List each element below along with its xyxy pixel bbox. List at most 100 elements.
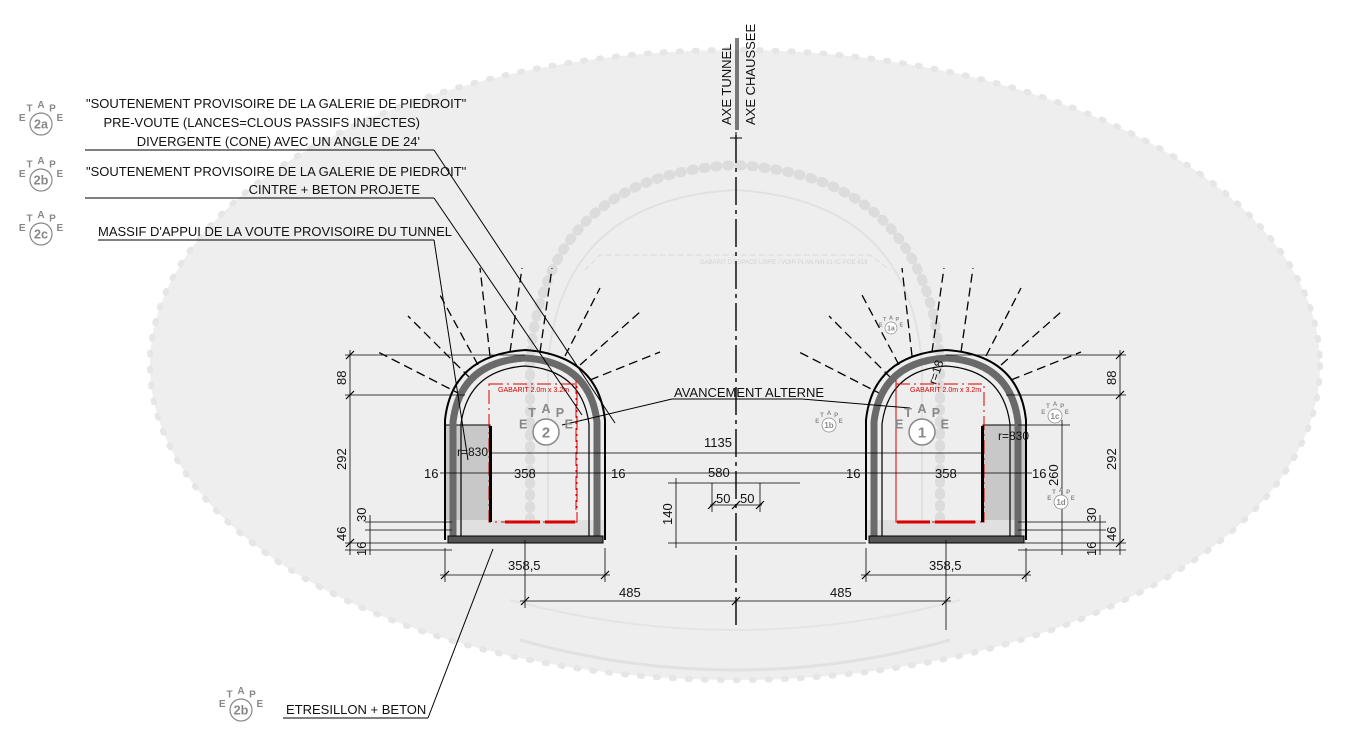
etape-letter: T — [528, 406, 536, 420]
note-2a-line1: "SOUTENEMENT PROVISOIRE DE LA GALERIE DE… — [86, 96, 467, 111]
dim-16b: 16 — [611, 466, 625, 481]
dim-292-left: 292 — [334, 448, 349, 470]
dim-292-right: 292 — [1104, 448, 1119, 470]
etape-letter: P — [834, 413, 838, 419]
etape-badge-number: 1b — [824, 421, 833, 430]
dim-16c: 16 — [846, 466, 860, 481]
dim-140: 140 — [660, 503, 675, 525]
etape-letter: E — [879, 323, 883, 329]
etape-letter: A — [1053, 402, 1058, 408]
dim-46-right: 46 — [1104, 527, 1119, 541]
etape-badge-number: 2c — [34, 228, 48, 242]
axis-road-label: AXE CHAUSSEE — [743, 24, 758, 125]
etape-badge-number: 1a — [887, 326, 895, 333]
etape-letter: E — [815, 419, 819, 425]
etape-letter: E — [19, 113, 26, 124]
etape-letter: T — [883, 317, 887, 323]
etape-badge-number: 1d — [1056, 498, 1065, 507]
etape-letter: T — [26, 104, 32, 115]
dim-358-5-right: 358,5 — [929, 558, 962, 573]
etape-letter: T — [904, 406, 912, 420]
etape-letter: E — [565, 418, 573, 432]
etape-badge-number: 1 — [918, 425, 926, 441]
etape-letter: T — [820, 413, 824, 419]
etape-badge-number: 2b — [34, 174, 49, 188]
ground-mass-cloud — [147, 47, 1323, 683]
right-lining-outer — [865, 348, 1027, 540]
etape-letter: P — [1060, 404, 1064, 410]
etape-letter: P — [49, 160, 56, 171]
dim-50a: 50 — [716, 491, 730, 506]
dimension-lines — [345, 350, 1126, 630]
dim-88-left: 88 — [334, 371, 349, 385]
callouts — [85, 149, 911, 719]
etape-letter: E — [839, 419, 843, 425]
etape-letter: A — [917, 402, 926, 416]
dim-16-left: 16 — [354, 542, 369, 556]
etape-letter: T — [1046, 404, 1050, 410]
r830-left: r=830 — [457, 445, 488, 459]
left-gallery: GABARIT 2.0m x 3.2m r=830 — [377, 267, 661, 544]
etape-letter: E — [19, 169, 26, 180]
etape-letter: E — [219, 699, 226, 710]
etape-letter: A — [37, 210, 44, 221]
etape-letter: T — [226, 690, 232, 701]
right-gallery: GABARIT 2.0m x 3.2m r=830 r=18 — [798, 267, 1082, 544]
etape-letter: P — [49, 214, 56, 225]
gabarit-right-label: GABARIT 2.0m x 3.2m — [910, 387, 981, 394]
r830-right: r=830 — [998, 429, 1029, 443]
etape-badge-number: 2 — [542, 425, 550, 441]
etape-letter: P — [932, 406, 940, 420]
dim-358-left: 358 — [514, 466, 536, 481]
etape-letter: A — [237, 686, 244, 697]
dim-16-right: 16 — [1084, 542, 1099, 556]
note-2c: MASSIF D'APPUI DE LA VOUTE PROVISOIRE DU… — [98, 224, 452, 239]
etape-letter: E — [895, 418, 903, 432]
gabarit-left-label: GABARIT 2.0m x 3.2m — [498, 387, 569, 394]
etape-letter: E — [56, 113, 63, 124]
note-2b-line1: "SOUTENEMENT PROVISOIRE DE LA GALERIE DE… — [86, 164, 467, 179]
etape-letter: E — [1071, 496, 1075, 502]
etape-letter: E — [519, 418, 527, 432]
axis-tunnel-label: AXE TUNNEL — [719, 44, 734, 125]
dim-30-right: 30 — [1084, 508, 1099, 522]
dim-50b: 50 — [740, 491, 754, 506]
final-tunnel-outline: GABARIT D'ESPACE LIBRE / VOIR PLAN N4I-3… — [509, 159, 961, 672]
etape-letter: A — [37, 100, 44, 111]
etape-letter: T — [26, 160, 32, 171]
etape-letter: A — [1059, 488, 1064, 494]
etape-badge-number: 2b — [234, 704, 249, 718]
dim-260: 260 — [1046, 464, 1061, 486]
dim-580: 580 — [708, 465, 730, 480]
note-2a-line3: DIVERGENTE (CONE) AVEC UN ANGLE DE 24' — [137, 134, 420, 149]
avancement-label: AVANCEMENT ALTERNE — [674, 385, 824, 400]
etape-letter: E — [1047, 496, 1051, 502]
etape-letter: P — [49, 104, 56, 115]
dim-16d: 16 — [1032, 466, 1046, 481]
etape-letter: E — [1065, 410, 1069, 416]
etape-letter: E — [256, 699, 263, 710]
left-lining-outer — [444, 348, 606, 540]
dim-46-left: 46 — [334, 527, 349, 541]
etape-badge-number: 1c — [1051, 412, 1060, 421]
etape-letter: P — [895, 317, 899, 323]
etape-letter: E — [941, 418, 949, 432]
dim-30-left: 30 — [354, 508, 369, 522]
left-forepoles — [377, 267, 661, 396]
etape-letter: T — [1052, 490, 1056, 496]
dim-1135: 1135 — [704, 435, 732, 450]
etape-letter: T — [26, 214, 32, 225]
etape-letter: P — [556, 406, 564, 420]
note-2b-line2: CINTRE + BETON PROJETE — [249, 182, 421, 197]
etape-letter: A — [827, 411, 832, 417]
